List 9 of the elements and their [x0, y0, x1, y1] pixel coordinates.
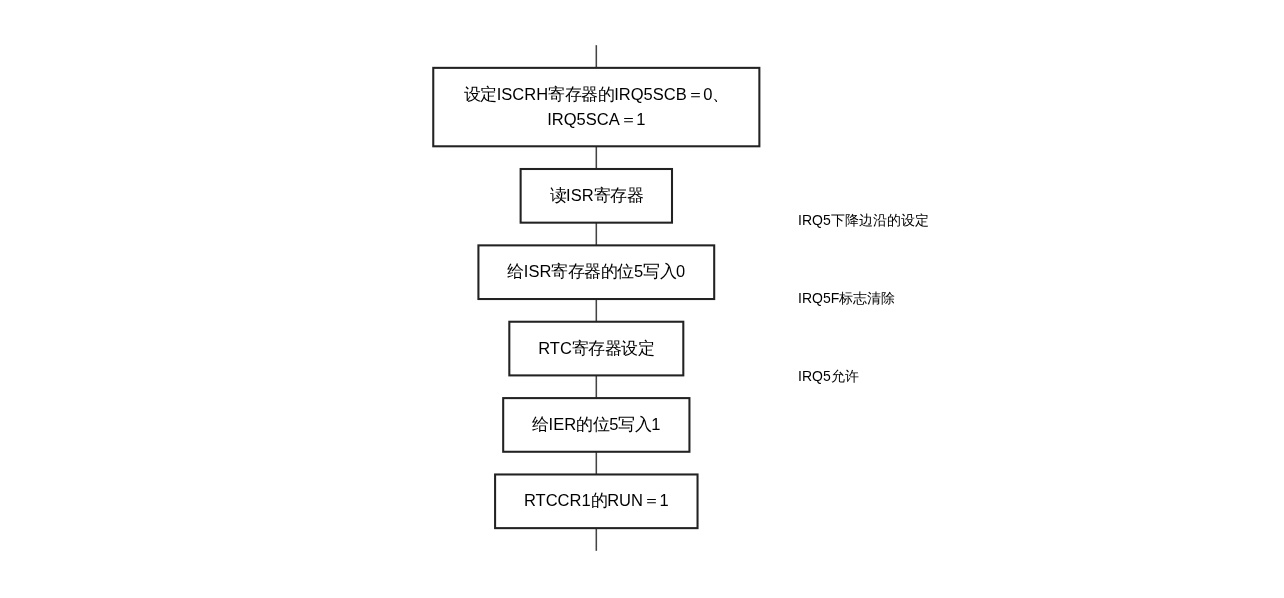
node-box: 设定ISCRH寄存器的IRQ5SCB＝0、IRQ5SCA＝1	[432, 66, 761, 148]
node-box: 给ISR寄存器的位5写入0	[477, 244, 716, 301]
bracket-note: IRQ5允许	[798, 368, 860, 386]
node-box: 给IER的位5写入1	[502, 397, 691, 453]
bracket-note: IRQ5下降边沿的设定	[798, 212, 930, 230]
bracket-note: IRQ5F标志清除	[798, 290, 897, 308]
node-box: RTC寄存器设定	[508, 320, 685, 377]
node-box: RTCCR1的RUN＝1	[494, 473, 699, 530]
node-box: 读ISR寄存器	[519, 167, 674, 224]
